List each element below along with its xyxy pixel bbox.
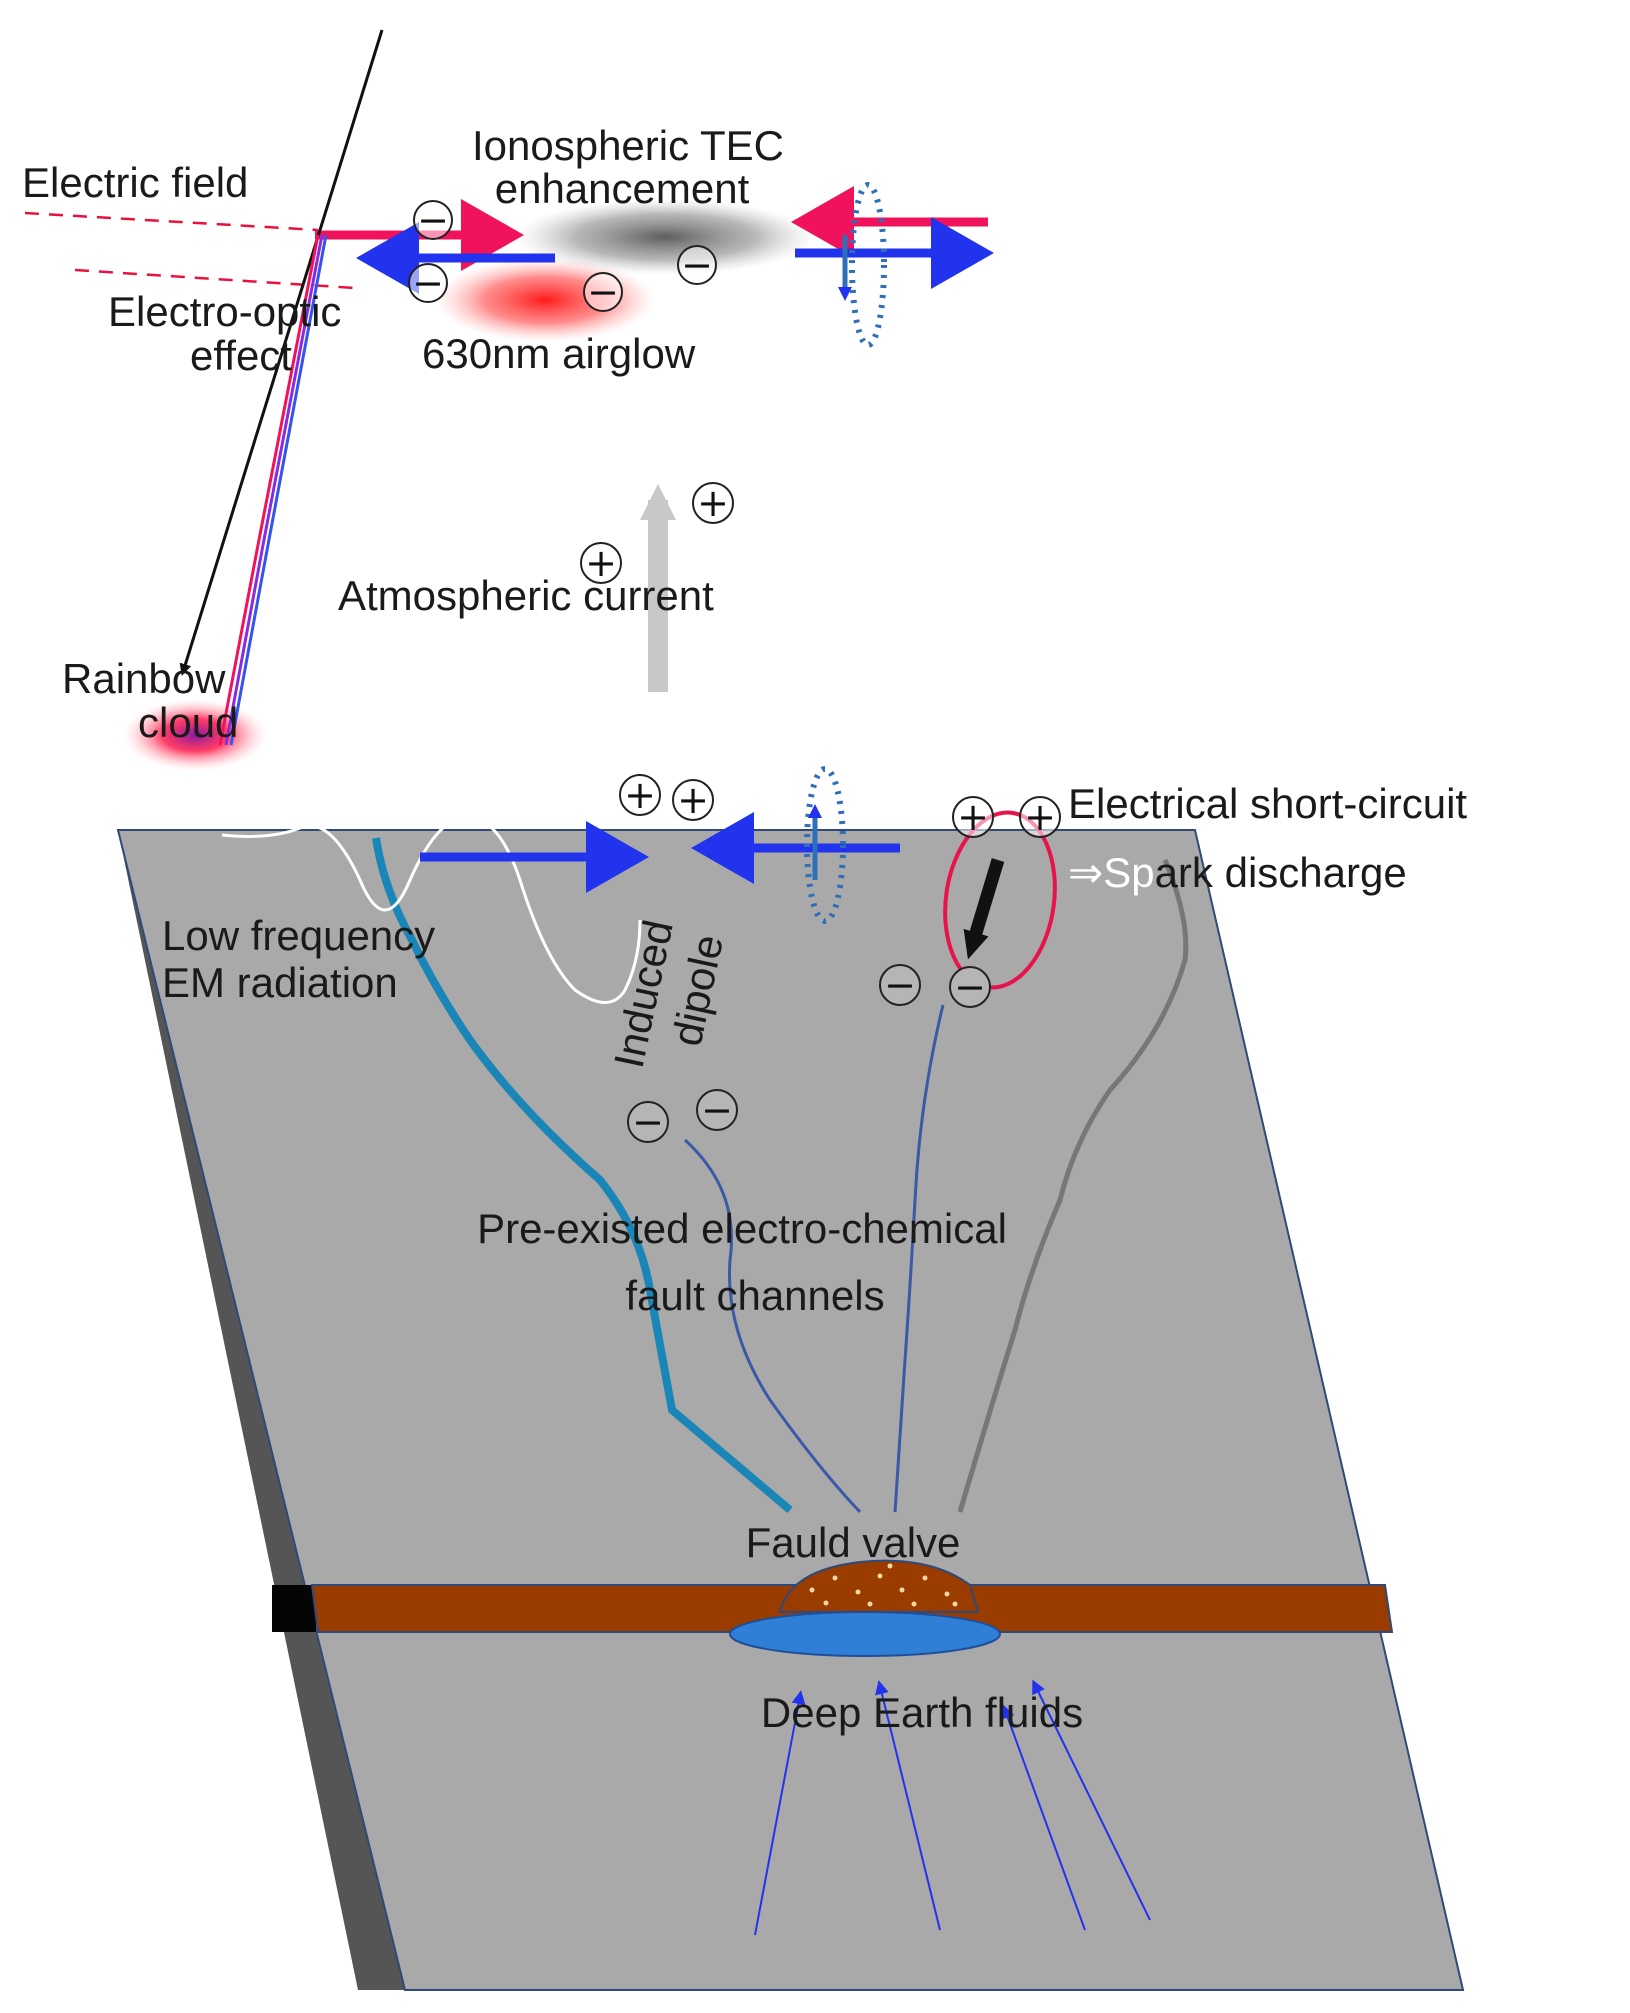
- electric-field-lines: [24, 211, 356, 290]
- rainbow-ray-blue: [229, 234, 328, 746]
- deep-fluid-lens: [729, 1611, 1001, 1657]
- rainbow-cloud-label-line2: cloud: [138, 699, 238, 746]
- tec-enhancement-cloud: [515, 199, 815, 275]
- plus-charge: +: [1019, 795, 1061, 839]
- svg-text:+: +: [1024, 795, 1056, 839]
- electro-optic-label-line1: Electro-optic: [108, 288, 341, 335]
- surface-magnetic-loop: [804, 766, 846, 924]
- svg-text:−: −: [954, 965, 986, 1009]
- fault-channels: [372, 837, 1189, 1514]
- rainbow-cloud-label-line1: Rainbow: [62, 655, 226, 702]
- ionospheric-current-arrows: [315, 186, 994, 294]
- svg-text:−: −: [412, 261, 444, 305]
- charge-symbols: − − − − + + + + + + − − − −: [408, 198, 1061, 1144]
- svg-text:−: −: [632, 1100, 664, 1144]
- channel-thick-teal: [372, 837, 793, 1514]
- fault-valve-mound: [778, 1559, 980, 1613]
- minus-charge: −: [696, 1088, 738, 1132]
- svg-text:−: −: [884, 963, 916, 1007]
- svg-text:−: −: [701, 1088, 733, 1132]
- plus-charge: +: [692, 481, 734, 525]
- plus-charge: +: [580, 541, 622, 585]
- deep-fluid-flow-lines: [754, 1679, 1151, 1936]
- fluid-line-3: [1001, 1704, 1086, 1931]
- fault-layer-edge: [272, 1585, 316, 1632]
- crust-block: [116, 829, 1465, 1991]
- plus-charge: +: [672, 778, 714, 822]
- minus-charge: −: [627, 1100, 669, 1144]
- rainbow-ray-red: [218, 234, 320, 746]
- low-frequency-label-line1: Low frequency: [162, 912, 435, 959]
- svg-text:−: −: [417, 198, 449, 242]
- plus-charge: +: [952, 795, 994, 839]
- svg-text:+: +: [957, 795, 989, 839]
- fault-valve-label: Fauld valve: [746, 1519, 961, 1566]
- incoming-ray: [179, 29, 384, 676]
- rainbow-ray-purple: [224, 234, 324, 746]
- surface-current-arrows: [420, 812, 900, 893]
- fluid-line-2: [875, 1680, 941, 1931]
- surface-loop-ellipse: [804, 766, 846, 924]
- ionospheric-tec-label-line2: enhancement: [495, 165, 750, 212]
- atmospheric-current-label: Atmospheric current: [338, 572, 714, 619]
- svg-text:+: +: [624, 773, 656, 817]
- electro-optic-label-line2: effect: [190, 332, 292, 379]
- electric-field-label: Electric field: [22, 159, 248, 206]
- svg-text:+: +: [697, 481, 729, 525]
- ionospheric-tec-label-line1: Ionospheric TEC: [472, 122, 784, 169]
- minus-charge: −: [949, 965, 991, 1009]
- minus-charge: −: [583, 270, 623, 314]
- low-frequency-label-line2: EM radiation: [162, 959, 398, 1006]
- fluid-line-4: [1032, 1679, 1151, 1921]
- light-rays: [179, 29, 384, 746]
- plus-charge: +: [619, 773, 661, 817]
- svg-text:−: −: [587, 270, 619, 314]
- fault-channels-label-line2: fault channels: [625, 1272, 884, 1319]
- channel-thin-2: [893, 1004, 945, 1513]
- spark-arrow: [963, 858, 1005, 960]
- ionospheric-magnetic-loop: [838, 182, 887, 348]
- airglow-label: 630nm airglow: [422, 330, 696, 377]
- short-circuit-label: Electrical short-circuit: [1068, 780, 1467, 827]
- channel-gray: [957, 859, 1189, 1513]
- iono-loop-ellipse: [849, 182, 887, 348]
- minus-charge: −: [879, 963, 921, 1007]
- spark-discharge-label: ⇒Spark discharge: [1068, 849, 1407, 896]
- fault-channels-label-line1: Pre-existed electro-chemical: [477, 1205, 1007, 1252]
- svg-text:+: +: [677, 778, 709, 822]
- fault-layer: [272, 1559, 1394, 1657]
- svg-text:+: +: [585, 541, 617, 585]
- minus-charge: −: [408, 261, 448, 305]
- labels: Ionospheric TEC enhancement Electric fie…: [22, 122, 1467, 1736]
- fault-valve-dots: [809, 1563, 958, 1607]
- channel-thin-1: [683, 1138, 862, 1514]
- minus-charge: −: [413, 198, 453, 242]
- minus-charge: −: [677, 243, 717, 287]
- svg-text:−: −: [681, 243, 713, 287]
- em-radiation-wave: [221, 816, 642, 1004]
- efield-line-1: [24, 211, 319, 232]
- fluid-line-1: [754, 1690, 806, 1936]
- deep-earth-fluids-label: Deep Earth fluids: [761, 1689, 1083, 1736]
